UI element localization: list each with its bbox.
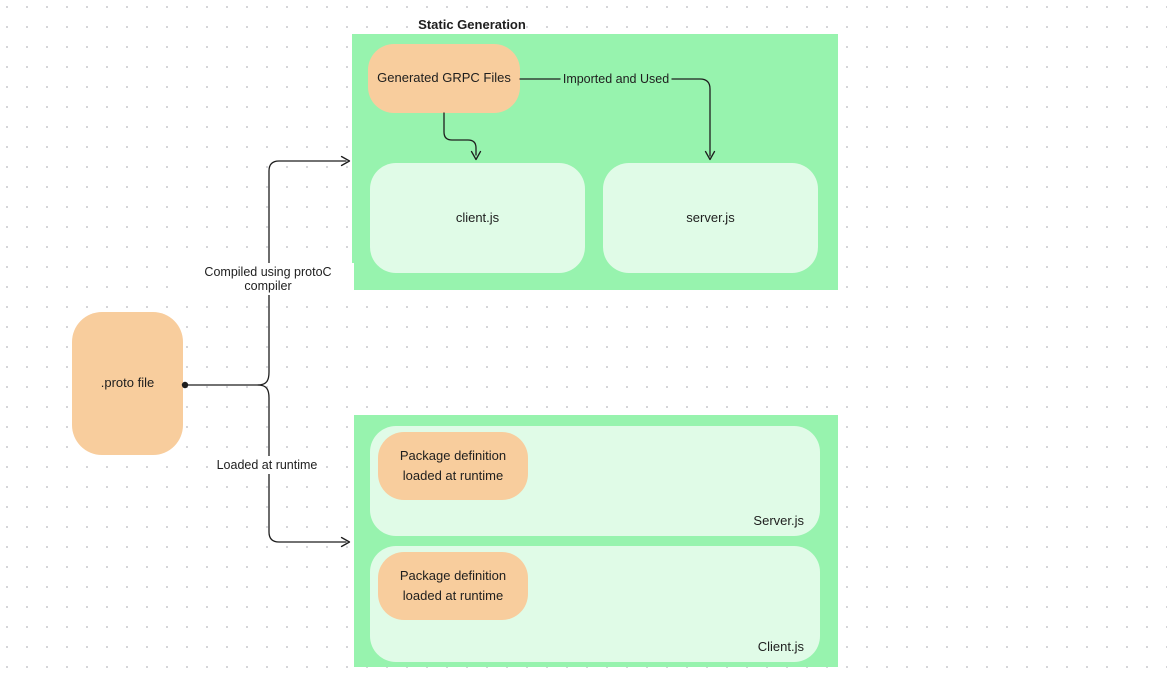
node-label-line1: Package definition xyxy=(399,447,507,463)
node-proto-file[interactable]: .proto file xyxy=(72,312,183,455)
node-generated-grpc-files[interactable]: Generated GRPC Files xyxy=(368,44,520,113)
node-package-definition-client[interactable]: Package definition loaded at runtime xyxy=(378,552,528,620)
node-label: .proto file xyxy=(100,375,155,391)
runtime-server-label: Server.js xyxy=(753,513,804,528)
node-label: client.js xyxy=(455,209,500,225)
static-generation-title: Static Generation xyxy=(418,17,526,32)
edge-label-loaded-at-runtime[interactable]: Loaded at runtime xyxy=(214,456,320,474)
edge-label-compiled-protoc[interactable]: Compiled using protoC compiler xyxy=(182,263,354,295)
node-label-line1: Package definition xyxy=(399,567,507,583)
node-label-line2: loaded at runtime xyxy=(402,588,504,603)
node-server-js[interactable]: server.js xyxy=(603,163,818,273)
edge-label-imported-and-used[interactable]: Imported and Used xyxy=(562,72,670,86)
runtime-client-label: Client.js xyxy=(757,639,804,654)
node-label: server.js xyxy=(686,209,735,225)
node-client-js[interactable]: client.js xyxy=(370,163,585,273)
node-label: Generated GRPC Files xyxy=(377,70,511,86)
node-label-line2: loaded at runtime xyxy=(402,468,504,483)
node-package-definition-server[interactable]: Package definition loaded at runtime xyxy=(378,432,528,500)
